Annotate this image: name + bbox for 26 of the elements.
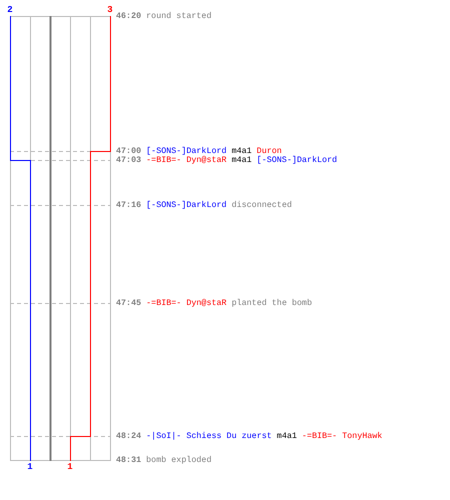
player-name: -=BIB=- Dyn@staR: [146, 155, 227, 165]
weapon-name: m4a1: [232, 155, 252, 165]
player-name: Duron: [256, 146, 282, 156]
count-label: 2: [7, 5, 13, 15]
player-name: -=BIB=- TonyHawk: [302, 431, 382, 441]
event-text: planted the bomb: [232, 298, 312, 308]
event-text: disconnected: [232, 200, 292, 210]
count-label: 3: [107, 5, 113, 15]
event-text: bomb exploded: [146, 455, 212, 465]
timestamp: 47:45: [116, 298, 142, 308]
player-name: [-SONS-]DarkLord: [146, 200, 227, 210]
player-name: [-SONS-]DarkLord: [256, 155, 338, 165]
player-name: -=BIB=- Dyn@staR: [146, 298, 227, 308]
player-name: -|SoI|- Schiess Du zuerst: [146, 431, 272, 441]
count-label: 1: [27, 462, 33, 472]
timestamp: 48:24: [116, 431, 142, 441]
weapon-name: m4a1: [276, 431, 297, 441]
weapon-name: m4a1: [232, 146, 252, 156]
timestamp: 46:20: [116, 11, 142, 21]
event-text: round started: [146, 11, 212, 21]
count-label: 1: [67, 462, 73, 472]
timestamp: 47:16: [116, 200, 142, 210]
timestamp: 48:31: [116, 455, 142, 465]
timestamp: 47:03: [116, 155, 142, 165]
timestamp: 47:00: [116, 146, 142, 156]
player-name: [-SONS-]DarkLord: [146, 146, 227, 156]
